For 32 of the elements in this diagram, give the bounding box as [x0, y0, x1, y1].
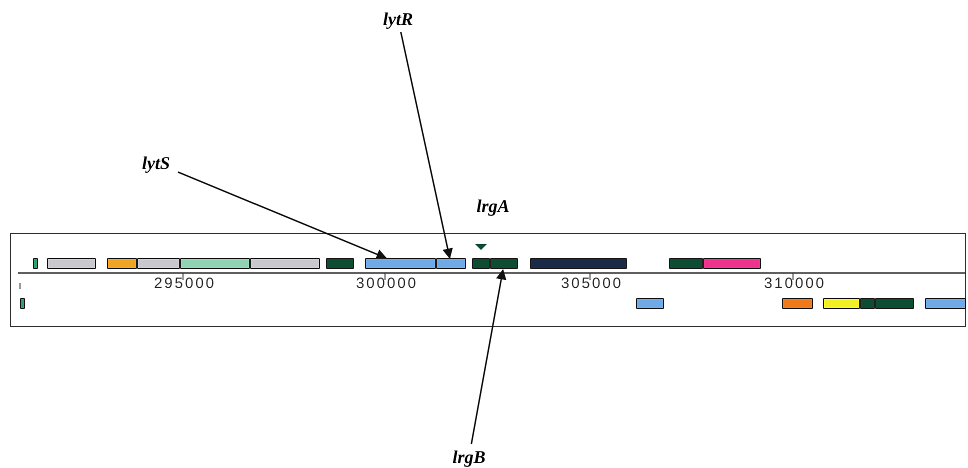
gene-bar [250, 258, 320, 269]
gene-label: lytR [383, 10, 413, 28]
gene-bar [180, 258, 250, 269]
gene-bar [530, 258, 627, 269]
axis-tick-label: 310000 [762, 276, 828, 291]
gene-bar [137, 258, 180, 269]
gene-bar [490, 258, 518, 269]
gene-bar [20, 298, 25, 309]
gene-bar [823, 298, 860, 309]
gene-bar [326, 258, 354, 269]
gene-bar [365, 258, 436, 269]
gene-bar [107, 258, 137, 269]
leader-arrow [178, 171, 387, 260]
gene-bar [33, 258, 38, 269]
leader-arrow [400, 32, 453, 260]
gene-bar [669, 258, 703, 269]
gene-bar [436, 258, 466, 269]
leader-arrow [470, 268, 506, 444]
axis-tick-label: 295000 [152, 276, 218, 291]
gene-bar [703, 258, 761, 269]
gene-bar [782, 298, 813, 309]
gene-bar [47, 258, 96, 269]
axis-tick-label: 300000 [354, 276, 420, 291]
axis-tick-label: 305000 [560, 276, 624, 291]
gene-bar [636, 298, 664, 309]
gene-label: lytS [142, 154, 170, 172]
gene-label: lrgA [475, 197, 510, 215]
gene-bar [472, 258, 490, 269]
gene-label: lrgB [452, 448, 486, 466]
gene-bar [925, 298, 966, 309]
gene-bar [875, 298, 914, 309]
gene-bar [860, 298, 875, 309]
